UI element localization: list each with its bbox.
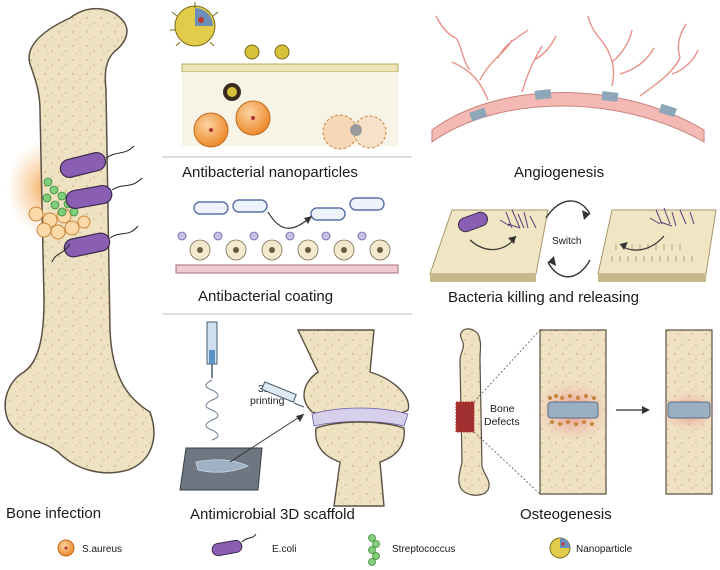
knee-joint <box>296 329 410 507</box>
panel-dividers <box>162 156 412 315</box>
defect-label-line1: Bone <box>490 403 515 415</box>
syringe-injector <box>261 381 305 408</box>
surface-left <box>429 209 549 275</box>
streptococcus-icon <box>368 534 380 566</box>
scaffold-panel: 3D printing Antimicrobial 3D scaffold <box>179 321 410 523</box>
free-bacterium <box>457 211 489 233</box>
bacteria-on-implant <box>548 394 596 426</box>
nanoparticle-cutaway <box>170 2 219 47</box>
printing-label-line2: printing <box>250 395 285 407</box>
zoom-lines <box>473 329 541 495</box>
rod-bacteria <box>193 197 385 221</box>
switch-label: Switch <box>552 236 581 247</box>
s-aureus-icon <box>57 539 75 557</box>
infection-cluster <box>28 145 143 263</box>
legend-label: E.coli <box>272 544 296 555</box>
bone-infection-panel: Bone infection <box>4 7 155 522</box>
panel-title-killing: Bacteria killing and releasing <box>448 289 639 306</box>
osteogenesis-panel: Bone Defects Osteogenesis <box>455 328 719 523</box>
panel-title-osteogenesis: Osteogenesis <box>520 506 612 523</box>
syringe-printer <box>205 321 219 441</box>
panel-title-scaffold: Antimicrobial 3D scaffold <box>190 506 355 523</box>
substrate-layer <box>175 264 399 274</box>
transfer-arrow <box>267 211 313 229</box>
cell-membrane <box>181 63 399 73</box>
legend: S.aureus E.coli Streptococcus Nanopartic… <box>57 533 633 566</box>
blood-vessel <box>431 92 705 143</box>
released-bacteria-right <box>649 207 695 227</box>
legend-item-e-coli: E.coli <box>211 533 296 557</box>
capillary-sprouts <box>435 15 699 101</box>
defect-site <box>455 401 475 433</box>
panel-title-nanoparticles: Antibacterial nanoparticles <box>182 164 358 181</box>
angiogenesis-panel: Angiogenesis <box>431 15 705 181</box>
legend-label: Streptococcus <box>392 544 455 555</box>
coating-molecules <box>177 231 391 261</box>
legend-label: S.aureus <box>82 544 122 555</box>
legend-item-nanoparticle: Nanoparticle <box>549 537 633 559</box>
panel-title-angiogenesis: Angiogenesis <box>514 164 604 181</box>
attached-bacteria-left <box>499 209 537 229</box>
integrated-implant <box>667 401 711 419</box>
nanoparticles-panel: Antibacterial nanoparticles <box>170 2 399 181</box>
vessel-implants <box>469 89 677 122</box>
bacteria-cells <box>193 83 387 150</box>
defect-label-line2: Defects <box>484 416 520 428</box>
small-nanoparticles <box>244 44 290 60</box>
panel-title-bone-infection: Bone infection <box>6 505 101 522</box>
switch-arrows <box>545 200 591 278</box>
coating-panel: Antibacterial coating <box>175 197 399 305</box>
surface-brushes <box>611 244 693 262</box>
e-coli-icon <box>211 533 257 557</box>
legend-item-streptococcus: Streptococcus <box>368 534 455 566</box>
legend-item-s-aureus: S.aureus <box>57 539 122 557</box>
legend-label: Nanoparticle <box>576 544 633 555</box>
panel-title-coating: Antibacterial coating <box>198 288 333 305</box>
implant-with-bacteria <box>547 401 599 419</box>
nanoparticle-icon <box>549 537 571 559</box>
killing-panel: Switch Bacteria killing and releasing <box>429 200 717 306</box>
